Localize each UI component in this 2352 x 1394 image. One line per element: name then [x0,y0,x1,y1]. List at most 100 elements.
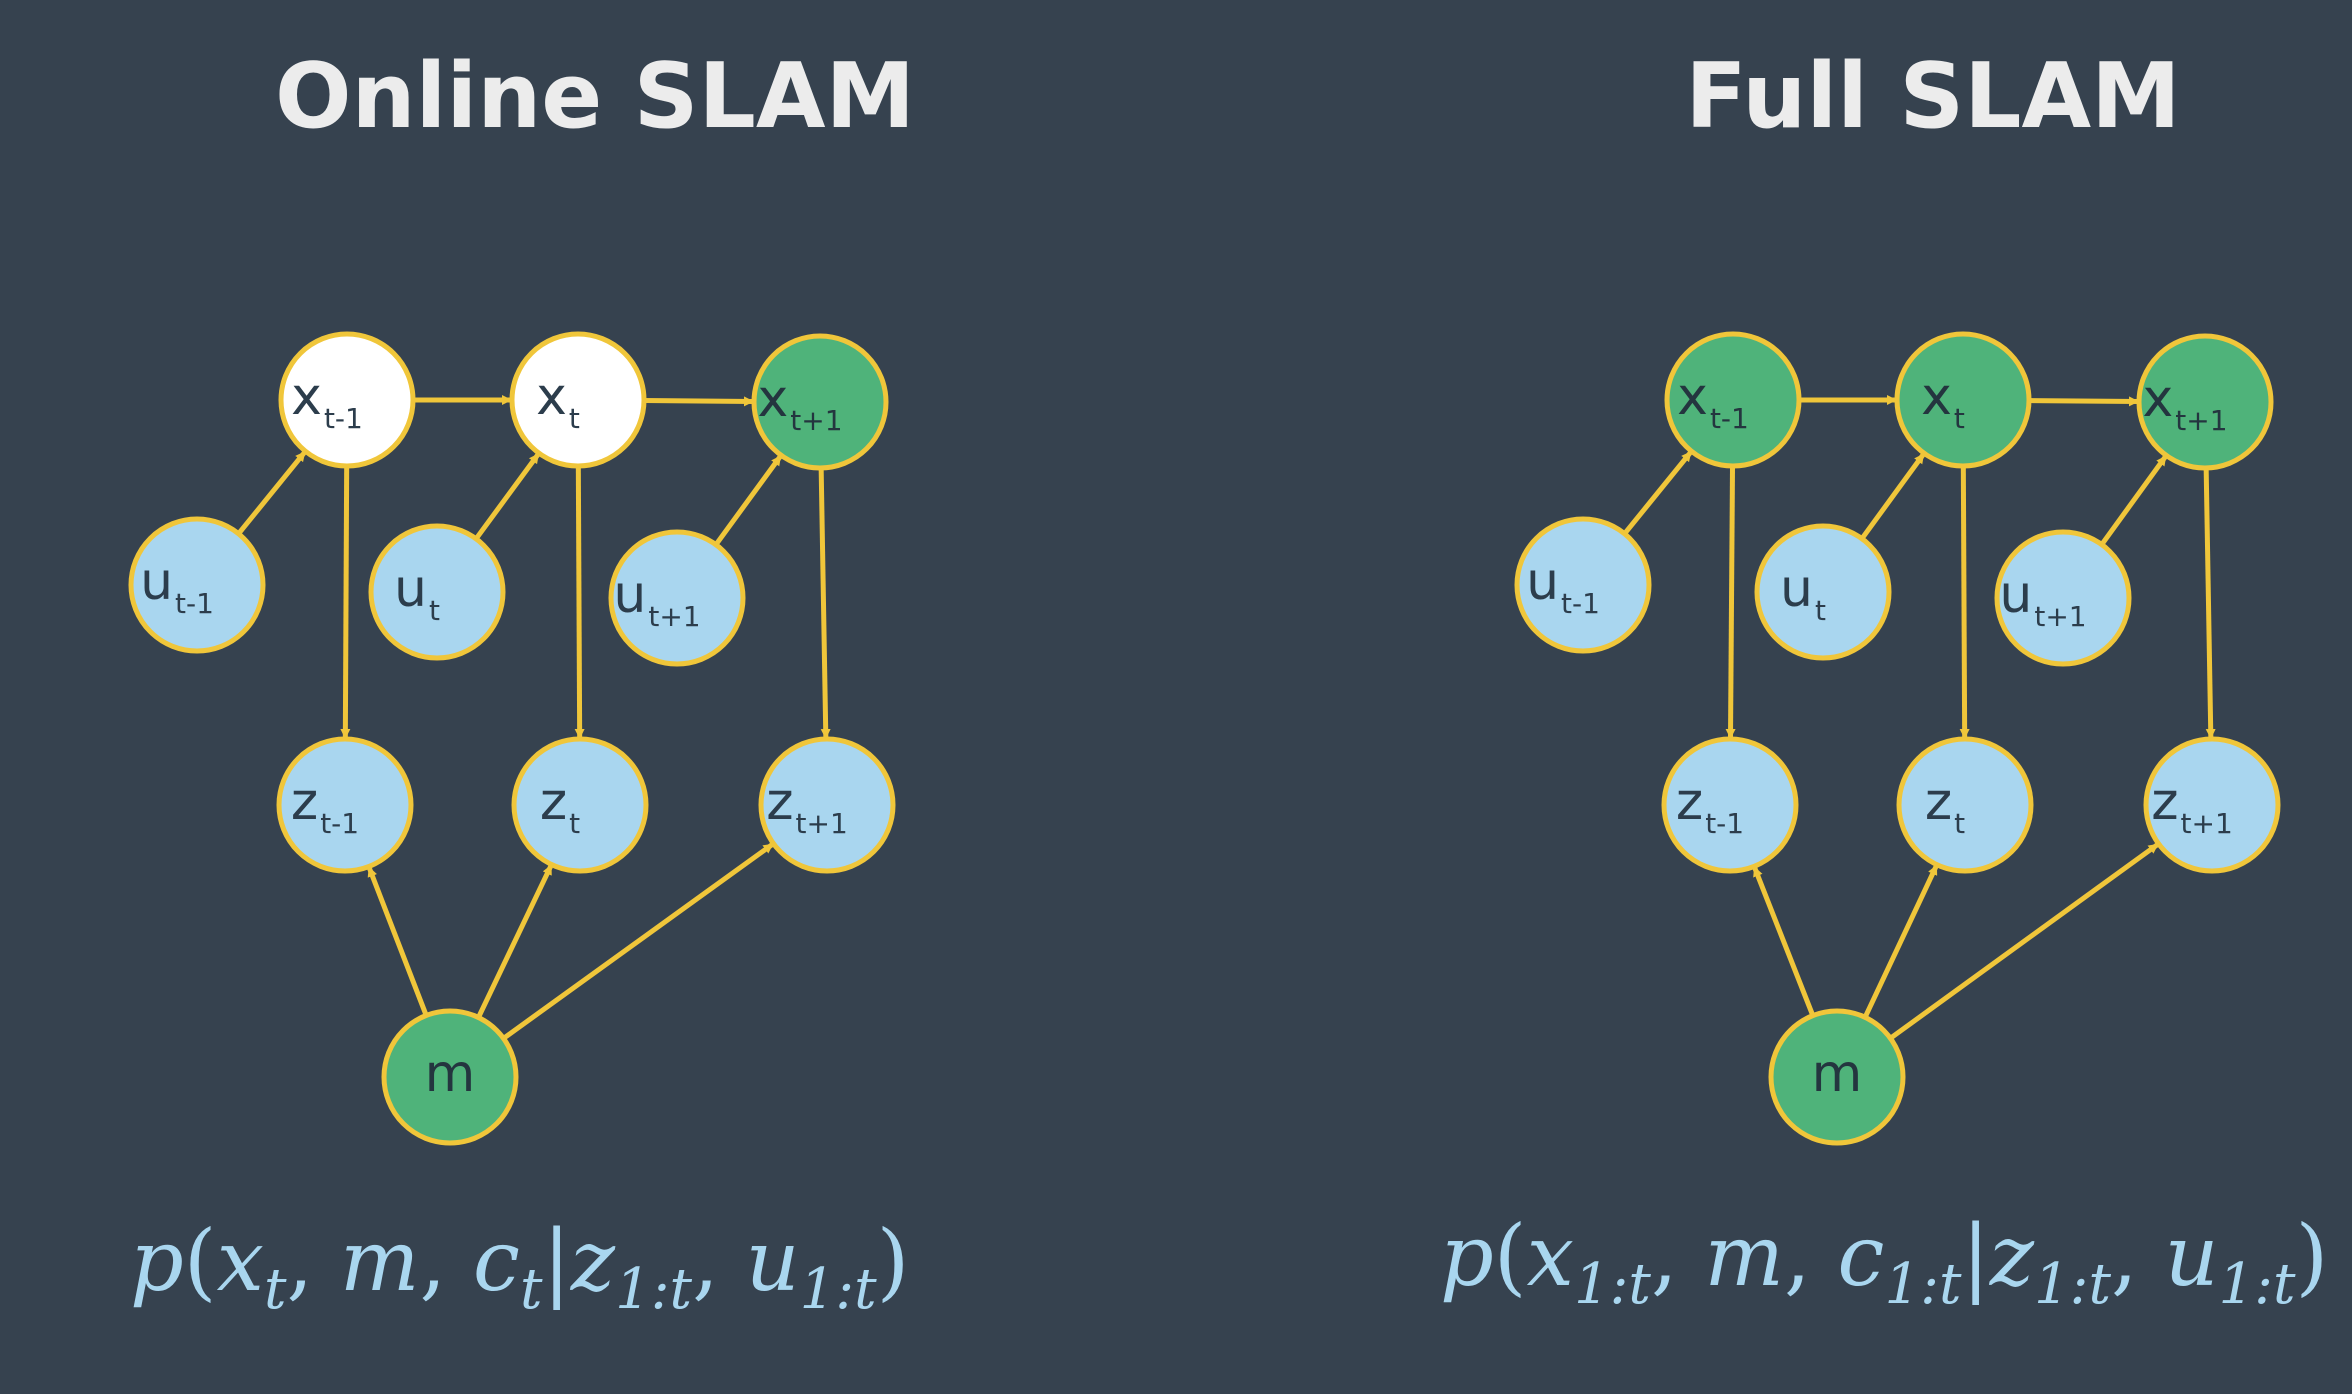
node-subscript: t-1 [1710,402,1749,435]
node-label: zt [1925,772,1965,840]
node-variable: z [540,772,567,832]
node-label: m [1812,1044,1863,1104]
full-slam-formula: p(x1:t, m, c1:t|z1:t, u1:t) [1440,1207,2328,1317]
node-label: ut-1 [1526,552,1600,620]
edge-x-tp1-to-z-tp1 [818,467,831,740]
node-label: ut [394,559,440,627]
node-circle [509,331,647,469]
node-label: ut+1 [1999,565,2086,633]
node-variable: z [766,772,793,832]
edge-m-to-z-t [476,864,554,1019]
edge-m-to-z-tp1 [1888,842,2160,1041]
node-label: xt+1 [757,369,842,437]
node-subscript: t [1954,402,1965,435]
node-variable: x [1677,367,1708,427]
node-circle [1894,331,2032,469]
node-x-tm1: xt-1 [1664,331,1802,469]
node-subscript: t-1 [320,807,359,840]
edge-x-t-to-x-tp1 [643,396,755,407]
full-slam-title: Full SLAM [1685,44,2180,149]
node-label: xt [1921,367,1965,435]
node-x-tm1: xt-1 [278,331,416,469]
node-variable: m [425,1044,476,1104]
node-variable: x [1921,367,1952,427]
edge-x-t-to-z-t [1959,465,1970,740]
edge-u-tp1-to-x-tp1 [713,454,783,547]
node-subscript: t+1 [2175,404,2227,437]
node-subscript: t-1 [175,587,214,620]
node-circle [1514,516,1652,654]
node-circle [2136,333,2274,471]
node-variable: x [536,367,567,427]
node-label: xt-1 [1677,367,1749,435]
node-label: ut+1 [613,565,700,633]
node-z-tm1: zt-1 [276,736,414,874]
node-variable: u [394,559,427,619]
node-circle [608,529,746,667]
node-subscript: t [1815,594,1826,627]
node-variable: z [2151,772,2178,832]
node-z-t: zt [511,736,649,874]
node-subscript: t+1 [2181,807,2233,840]
node-variable: z [1676,772,1703,832]
node-m: m [1768,1008,1906,1146]
node-label: ut-1 [140,552,214,620]
edge-x-tp1-to-z-tp1 [2203,467,2216,740]
node-x-tp1: xt+1 [2136,333,2274,471]
node-variable: u [140,552,173,612]
node-circle [368,523,506,661]
node-circle [1661,736,1799,874]
edge-x-t-to-x-tp1 [2028,396,2140,407]
node-label: zt+1 [2151,772,2233,840]
node-variable: z [1925,772,1952,832]
node-z-t: zt [1896,736,2034,874]
node-label: zt [540,772,580,840]
node-circle [1768,1008,1906,1146]
node-circle [751,333,889,471]
node-subscript: t+1 [790,404,842,437]
node-circle [128,516,266,654]
node-circle [276,736,414,874]
online-edges [236,395,831,1041]
edge-m-to-z-t [1862,864,1939,1019]
edge-u-tp1-to-x-tp1 [2099,454,2168,547]
node-circle [1896,736,2034,874]
node-variable: u [1780,559,1813,619]
node-u-t: ut [1754,523,1892,661]
node-variable: x [2142,369,2173,429]
node-circle [1994,529,2132,667]
node-circle [758,736,896,874]
node-x-t: xt [509,331,647,469]
node-u-tm1: ut-1 [1514,516,1652,654]
node-circle [1754,523,1892,661]
node-subscript: t [1954,807,1965,840]
node-label: xt+1 [2142,369,2227,437]
node-subscript: t+1 [2034,600,2086,633]
node-subscript: t [569,807,580,840]
node-u-t: ut [368,523,506,661]
edge-m-to-z-tm1 [366,866,429,1017]
node-z-tp1: zt+1 [758,736,896,874]
node-subscript: t [569,402,580,435]
node-x-t: xt [1894,331,2032,469]
node-subscript: t-1 [324,402,363,435]
node-label: xt [536,367,580,435]
node-variable: m [1812,1044,1863,1104]
full-edges [1622,395,2216,1041]
node-z-tp1: zt+1 [2143,736,2281,874]
online-slam-formula: p(xt, m, ct|z1:t, u1:t) [130,1212,909,1322]
online-slam-title: Online SLAM [275,44,915,149]
node-subscript: t-1 [1705,807,1744,840]
edge-u-tm1-to-x-tm1 [236,450,307,536]
edge-u-tm1-to-x-tm1 [1622,450,1693,536]
node-circle [381,1008,519,1146]
edge-u-t-to-x-t [1859,452,1926,541]
node-u-tp1: ut+1 [608,529,746,667]
node-u-tm1: ut-1 [128,516,266,654]
edge-x-tm1-to-z-tm1 [340,465,351,740]
node-label: m [425,1044,476,1104]
